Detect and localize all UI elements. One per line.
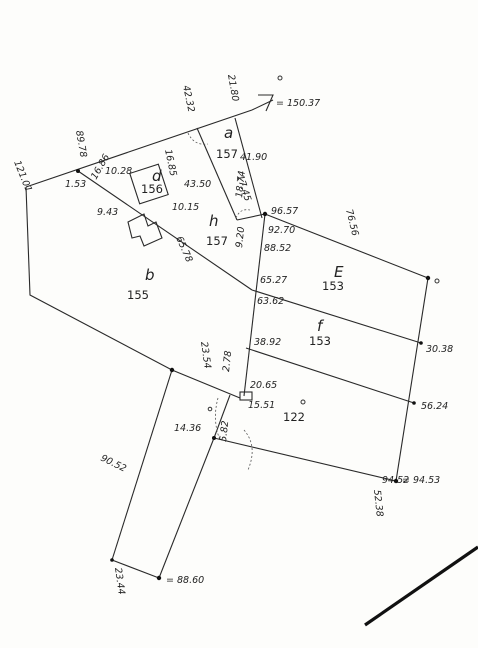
measure-9-20: 9.20 xyxy=(234,226,247,248)
house-b xyxy=(127,213,163,247)
line-e-north xyxy=(264,213,429,279)
line-center-vertical xyxy=(243,213,266,397)
measure-21-80: 21.80 xyxy=(225,74,241,103)
plot-number-e: 153 xyxy=(322,279,344,293)
measure-20-65: 20.65 xyxy=(250,380,277,391)
measure-15-51: 15.51 xyxy=(248,400,275,411)
marker-circle xyxy=(300,399,306,405)
measure-76-56: 76.56 xyxy=(343,208,360,237)
plot-letter-f: f xyxy=(317,317,325,335)
line-f-south xyxy=(245,347,415,404)
measure-63-62: 63.62 xyxy=(257,296,284,307)
strip-east-upper xyxy=(213,394,231,439)
measure-10-28: 10.28 xyxy=(105,166,132,177)
line-b-h xyxy=(77,170,253,291)
plot-number-d: 156 xyxy=(141,182,163,196)
measure-9-43: 9.43 xyxy=(97,207,118,218)
measure-65-78: 65.78 xyxy=(173,235,194,264)
line-a-east xyxy=(234,117,263,219)
boundary-north xyxy=(25,109,253,188)
measure-56-24: 56.24 xyxy=(421,401,448,412)
structure-small xyxy=(239,391,253,401)
measure-88-60: = 88.60 xyxy=(166,575,204,586)
measure-38-92: 38.92 xyxy=(254,337,281,348)
measure-23-44: 23.44 xyxy=(112,567,127,595)
measure-10-15: 10.15 xyxy=(172,202,199,213)
measure-150-37: = 150.37 xyxy=(276,98,320,109)
measure-96-57: 96.57 xyxy=(271,206,298,217)
plot-number-f: 153 xyxy=(309,334,331,348)
house-d xyxy=(129,163,169,205)
station-point xyxy=(76,169,80,173)
line-a-west xyxy=(196,127,238,221)
measure-89-78: 89.78 xyxy=(73,130,89,159)
boundary-west xyxy=(25,186,241,399)
measure-92-70: 92.70 xyxy=(268,225,295,236)
diagonal-stroke xyxy=(364,545,478,627)
station-point xyxy=(156,575,162,581)
plot-number-b: 155 xyxy=(127,288,149,302)
measure-43-50: 43.50 xyxy=(184,179,211,190)
measure-5-82: 5.82 xyxy=(218,420,231,442)
measure-94-52: 94.52 xyxy=(382,475,409,486)
plot-letter-a: a xyxy=(224,124,233,142)
marker-circle xyxy=(207,406,213,412)
measure-94-53: = 94.53 xyxy=(402,475,440,486)
measure-41-90: 41.90 xyxy=(240,152,267,163)
station-point xyxy=(262,211,268,217)
measure-18-74: 18.74 xyxy=(234,170,248,198)
dashed-arc-north xyxy=(187,132,209,145)
strip-south xyxy=(111,559,160,579)
measure-14-36: 14.36 xyxy=(174,423,201,434)
plot-letter-b: b xyxy=(145,266,155,284)
measure-65-27: 65.27 xyxy=(260,275,287,286)
plot-letter-e: E xyxy=(334,263,344,281)
plot-number-h: 157 xyxy=(206,234,228,248)
plot-labels: b 155 h 157 d 156 E 153 f 153 a 157 122 xyxy=(127,124,344,424)
measure-52-38: 52.38 xyxy=(371,489,385,517)
plot-letter-h: h xyxy=(209,212,219,230)
line-a-base xyxy=(236,213,266,221)
line-lower-south xyxy=(213,437,397,482)
strip-west xyxy=(111,369,173,561)
plot-letter-d: d xyxy=(152,167,162,185)
measure-23-54: 23.54 xyxy=(198,341,213,369)
plot-number-a: 157 xyxy=(216,147,238,161)
station-point xyxy=(110,558,114,562)
measure-2-78: 2.78 xyxy=(221,350,234,372)
dashed-sketch-south xyxy=(215,397,253,471)
station-point xyxy=(393,478,399,484)
station-point xyxy=(425,275,431,281)
dashed-arc-a xyxy=(235,209,251,219)
measure-30-38: 30.38 xyxy=(426,344,453,355)
plot-number-lower: 122 xyxy=(283,410,305,424)
line-e-f xyxy=(251,289,422,344)
parcel-lines xyxy=(25,75,478,627)
marker-circle xyxy=(277,75,283,81)
measure-1-53: 1.53 xyxy=(65,179,86,190)
station-point xyxy=(412,401,416,405)
measure-16-85: 16.85 xyxy=(162,148,178,177)
marker-circle xyxy=(434,278,440,284)
station-point xyxy=(169,367,175,373)
measure-121-01: 121.01 xyxy=(11,159,34,194)
station-point xyxy=(212,436,216,440)
measure-90-52: 90.52 xyxy=(99,453,128,475)
strip-east xyxy=(158,437,215,579)
measure-88-52: 88.52 xyxy=(264,243,291,254)
boundary-east xyxy=(395,277,429,482)
measure-42-32: 42.32 xyxy=(180,84,196,113)
pointer-mark xyxy=(258,94,274,112)
station-point xyxy=(419,341,423,345)
